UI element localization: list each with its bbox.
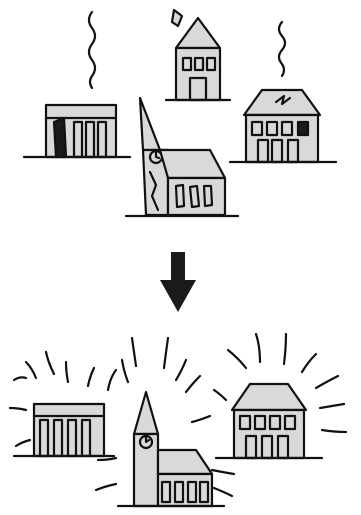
factory-after-icon (14, 404, 114, 456)
church-damaged-before-icon (126, 98, 238, 216)
factory-before-icon (24, 12, 130, 157)
after-scene (10, 334, 346, 506)
church-after-icon (118, 392, 224, 506)
smoke-icon (279, 22, 285, 76)
house-cracked-before-icon (230, 22, 336, 162)
broken-chimney-icon (172, 10, 182, 26)
small-house-before-icon (166, 10, 230, 100)
house-after-icon (216, 384, 322, 458)
down-arrow-icon (160, 252, 196, 312)
before-scene (24, 10, 336, 216)
smoke-icon (89, 12, 95, 88)
